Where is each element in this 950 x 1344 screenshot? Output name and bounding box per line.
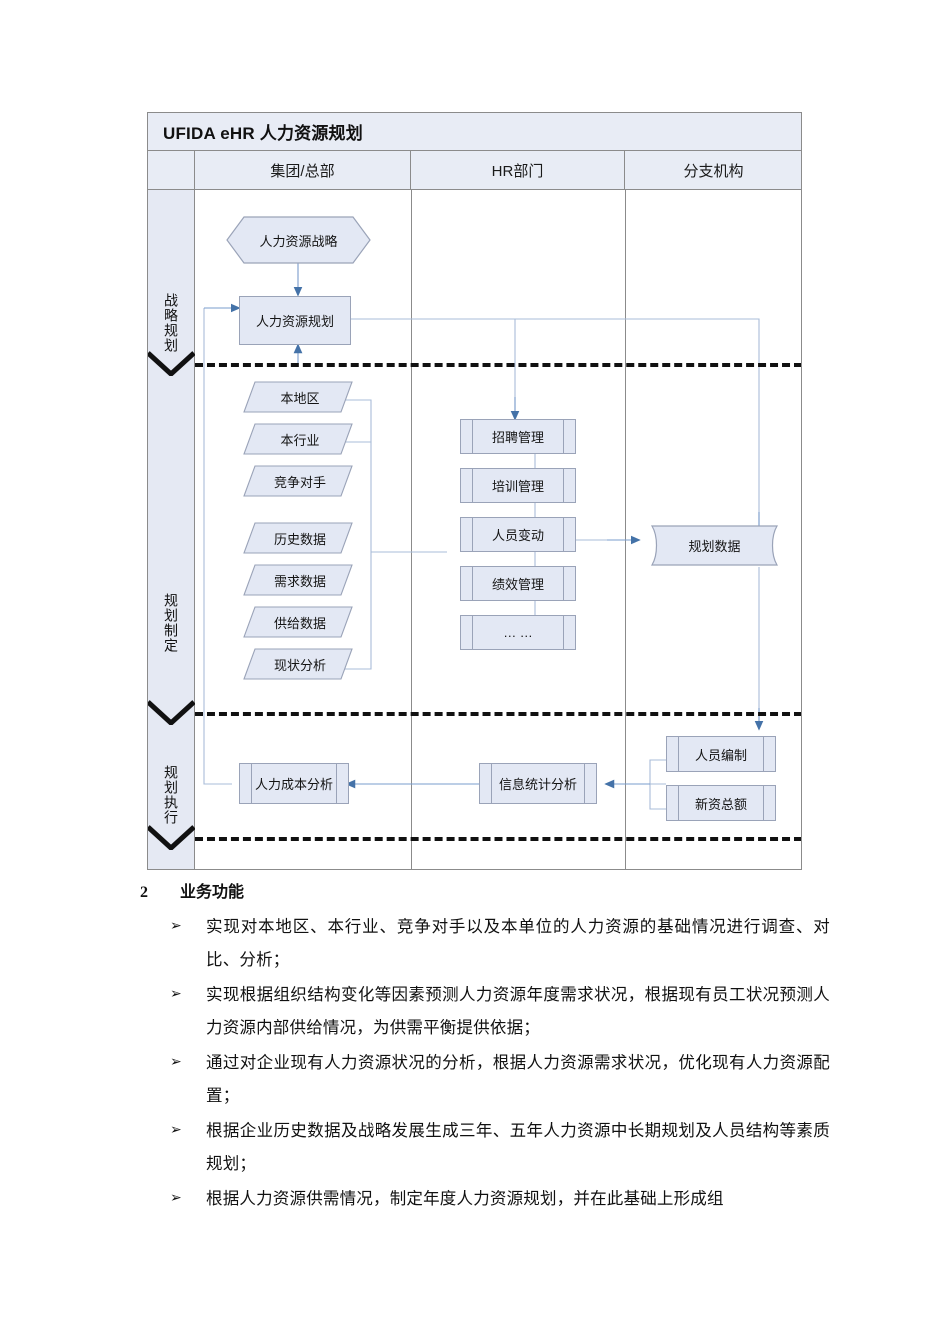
bullet-arrow-icon: ➢ bbox=[170, 986, 182, 1002]
list-item-text: 实现对本地区、本行业、竞争对手以及本单位的人力资源的基础情况进行调查、对比、分析… bbox=[206, 917, 830, 969]
node-salary-total[interactable]: 新资总额 bbox=[666, 785, 776, 821]
node-hr-strategy[interactable]: 人力资源战略 bbox=[226, 216, 371, 264]
phase-divider-1 bbox=[195, 363, 802, 367]
node-performance-management[interactable]: 绩效管理 bbox=[460, 566, 576, 601]
node-training-management[interactable]: 培训管理 bbox=[460, 468, 576, 503]
node-cost-analysis[interactable]: 人力成本分析 bbox=[239, 763, 349, 804]
node-status-analysis-label: 现状分析 bbox=[273, 657, 326, 673]
phase-divider-2 bbox=[195, 712, 802, 716]
node-cost-analysis-label: 人力成本分析 bbox=[254, 777, 333, 792]
phase-chevron-1 bbox=[146, 350, 196, 378]
node-demand-data[interactable]: 需求数据 bbox=[243, 564, 353, 596]
node-local-region[interactable]: 本地区 bbox=[243, 381, 353, 413]
list-item-text: 实现根据组织结构变化等因素预测人力资源年度需求状况，根据现有员工状况预测人力资源… bbox=[206, 985, 830, 1037]
bullet-arrow-icon: ➢ bbox=[170, 1122, 182, 1138]
lane-header-corner bbox=[147, 151, 195, 190]
list-item: ➢ 实现对本地区、本行业、竞争对手以及本单位的人力资源的基础情况进行调查、对比、… bbox=[170, 910, 830, 976]
lane-header-group-hq: 集团/总部 bbox=[195, 151, 411, 190]
list-item-text: 根据企业历史数据及战略发展生成三年、五年人力资源中长期规划及人员结构等素质规划； bbox=[206, 1121, 830, 1173]
node-history-data[interactable]: 历史数据 bbox=[243, 522, 353, 554]
node-plan-data[interactable]: 规划数据 bbox=[642, 524, 787, 567]
node-history-data-label: 历史数据 bbox=[273, 531, 326, 547]
node-headcount[interactable]: 人员编制 bbox=[666, 736, 776, 772]
node-headcount-label: 人员编制 bbox=[694, 747, 747, 763]
lane-divider-1 bbox=[411, 190, 412, 870]
node-industry-label: 本行业 bbox=[280, 432, 320, 448]
node-local-region-label: 本地区 bbox=[280, 390, 320, 406]
phase-label-plan-execution: 规划执行 bbox=[163, 765, 179, 825]
phase-chevron-3 bbox=[146, 824, 196, 852]
list-item-text: 通过对企业现有人力资源状况的分析，根据人力资源需求状况，优化现有人力资源配置； bbox=[206, 1053, 830, 1105]
node-competitor-label: 竞争对手 bbox=[273, 474, 326, 490]
node-training-management-label: 培训管理 bbox=[491, 479, 544, 494]
node-hr-plan[interactable]: 人力资源规划 bbox=[239, 296, 351, 345]
node-info-stat-analysis[interactable]: 信息统计分析 bbox=[479, 763, 597, 804]
phase-band bbox=[147, 190, 195, 870]
bullet-arrow-icon: ➢ bbox=[170, 1190, 182, 1206]
bullet-arrow-icon: ➢ bbox=[170, 918, 182, 934]
node-hr-strategy-label: 人力资源战略 bbox=[259, 233, 338, 249]
node-supply-data[interactable]: 供给数据 bbox=[243, 606, 353, 638]
node-staff-change-label: 人员变动 bbox=[491, 528, 544, 543]
lane-header-hr-dept: HR部门 bbox=[411, 151, 625, 190]
node-hr-plan-label: 人力资源规划 bbox=[255, 314, 334, 329]
node-recruit-management-label: 招聘管理 bbox=[491, 430, 544, 445]
section-heading: 2 业务功能 bbox=[140, 878, 950, 902]
node-status-analysis[interactable]: 现状分析 bbox=[243, 648, 353, 680]
list-item-text: 根据人力资源供需情况，制定年度人力资源规划，并在此基础上形成组 bbox=[206, 1189, 724, 1208]
diagram-title: UFIDA eHR 人力资源规划 bbox=[163, 123, 363, 143]
document-body: 2 业务功能 ➢ 实现对本地区、本行业、竞争对手以及本单位的人力资源的基础情况进… bbox=[0, 878, 950, 1217]
bullet-arrow-icon: ➢ bbox=[170, 1054, 182, 1070]
phase-divider-3 bbox=[195, 837, 802, 841]
node-etc-label: … … bbox=[503, 625, 533, 640]
node-etc[interactable]: … … bbox=[460, 615, 576, 650]
node-salary-total-label: 新资总额 bbox=[694, 796, 747, 812]
hr-planning-swimlane-diagram: UFIDA eHR 人力资源规划 集团/总部 HR部门 分支机构 战略规划 规划… bbox=[146, 112, 802, 870]
list-item: ➢ 实现根据组织结构变化等因素预测人力资源年度需求状况，根据现有员工状况预测人力… bbox=[170, 978, 830, 1044]
node-industry[interactable]: 本行业 bbox=[243, 423, 353, 455]
diagram-title-bar: UFIDA eHR 人力资源规划 bbox=[147, 112, 802, 151]
node-plan-data-label: 规划数据 bbox=[688, 539, 741, 554]
node-recruit-management[interactable]: 招聘管理 bbox=[460, 419, 576, 454]
list-item: ➢ 根据人力资源供需情况，制定年度人力资源规划，并在此基础上形成组 bbox=[170, 1182, 830, 1215]
section-title: 业务功能 bbox=[180, 884, 245, 901]
list-item: ➢ 根据企业历史数据及战略发展生成三年、五年人力资源中长期规划及人员结构等素质规… bbox=[170, 1114, 830, 1180]
list-item: ➢ 通过对企业现有人力资源状况的分析，根据人力资源需求状况，优化现有人力资源配置… bbox=[170, 1046, 830, 1112]
section-number: 2 bbox=[140, 884, 148, 901]
node-demand-data-label: 需求数据 bbox=[273, 573, 326, 589]
phase-chevron-2 bbox=[146, 699, 196, 727]
node-supply-data-label: 供给数据 bbox=[273, 615, 326, 631]
lane-header-branch: 分支机构 bbox=[625, 151, 802, 190]
lane-divider-2 bbox=[625, 190, 626, 870]
phase-label-strategic-planning: 战略规划 bbox=[163, 293, 179, 353]
node-performance-management-label: 绩效管理 bbox=[491, 577, 544, 592]
node-competitor[interactable]: 竞争对手 bbox=[243, 465, 353, 497]
node-info-stat-analysis-label: 信息统计分析 bbox=[498, 777, 577, 792]
phase-label-plan-formulation: 规划制定 bbox=[163, 593, 179, 653]
node-staff-change[interactable]: 人员变动 bbox=[460, 517, 576, 552]
